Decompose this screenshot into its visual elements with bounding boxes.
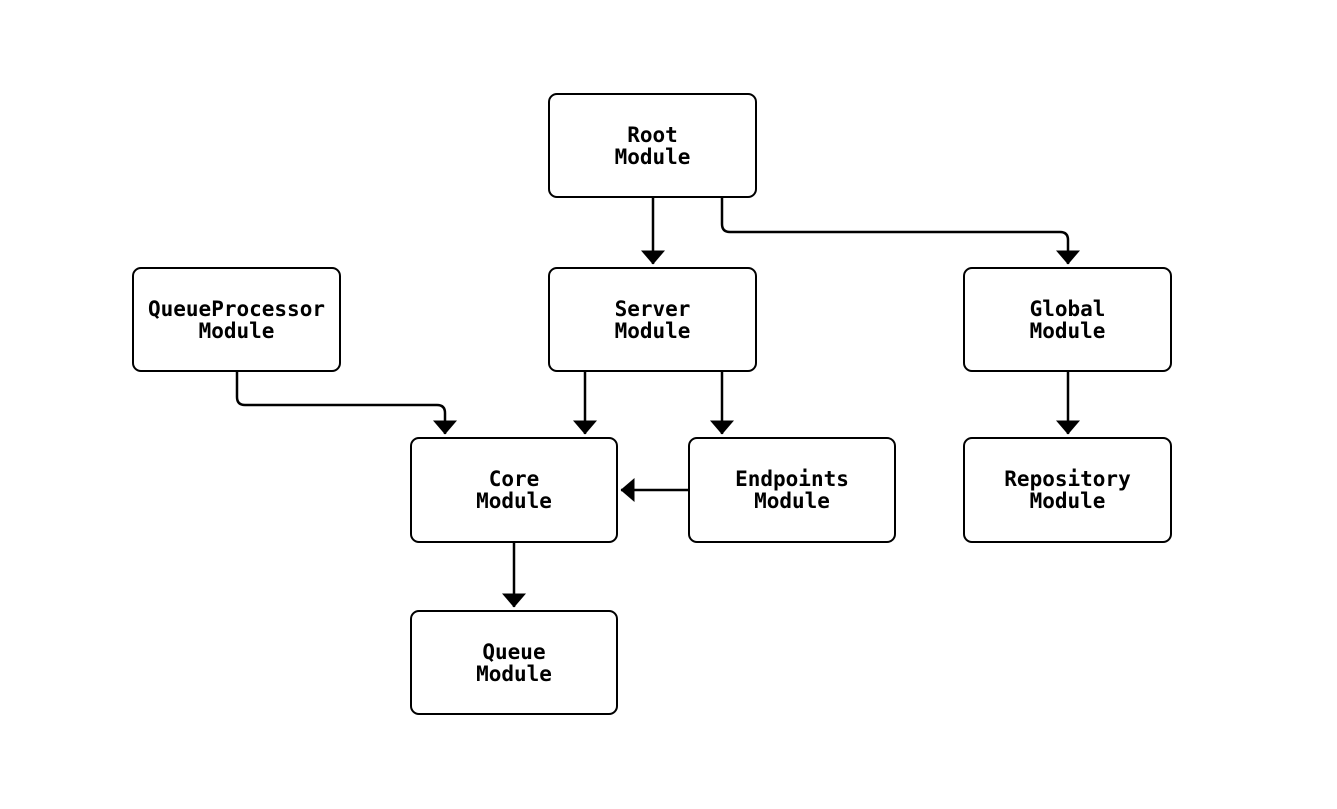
node-queueprocessor-module-label: QueueProcessor Module	[147, 296, 325, 343]
node-repository-module-label: Repository Module	[1004, 467, 1131, 513]
node-server-module-label: Server Module	[614, 296, 691, 343]
node-repository-module: Repository Module	[963, 437, 1172, 543]
node-core-module: Core Module	[410, 437, 618, 543]
node-root-module: Root Module	[548, 93, 757, 198]
node-global-module: Global Module	[963, 267, 1172, 372]
edge-root-module-to-global-module	[720, 198, 1080, 265]
node-queue-module-label: Queue Module	[476, 639, 552, 686]
node-root-module-label: Root Module	[614, 122, 691, 169]
node-endpoints-module-label: Endpoints Module	[735, 467, 849, 513]
node-queue-module: Queue Module	[410, 610, 618, 715]
node-queueprocessor-module: QueueProcessor Module	[132, 267, 341, 372]
node-endpoints-module: Endpoints Module	[688, 437, 896, 543]
node-server-module: Server Module	[548, 267, 757, 372]
node-core-module-label: Core Module	[476, 467, 552, 513]
edge-queueprocessor-module-to-core-module	[235, 372, 457, 435]
node-global-module-label: Global Module	[1029, 296, 1106, 343]
